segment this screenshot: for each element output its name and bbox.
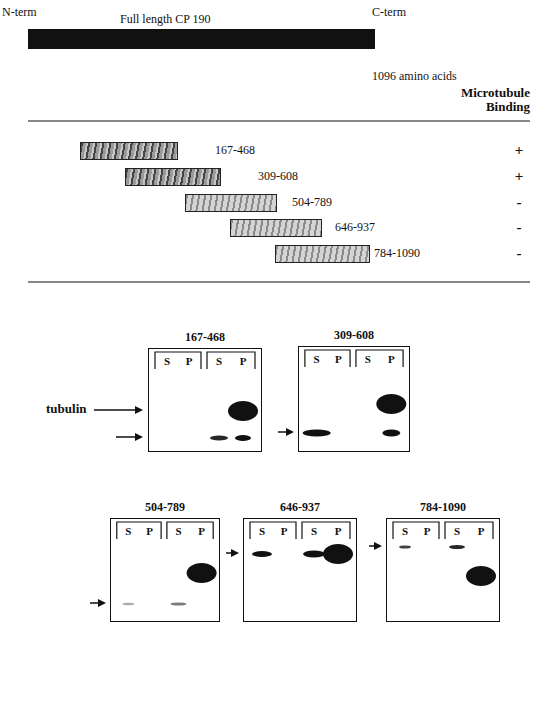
lane-label: S [398, 525, 412, 537]
lane-bracket [305, 350, 350, 367]
panel-title: 309-608 [279, 329, 429, 342]
table-rule [28, 281, 530, 282]
lane-label: S [212, 355, 226, 367]
lane-bracket [356, 350, 403, 367]
lane-bracket [155, 352, 201, 369]
pointer-arrow [278, 431, 287, 433]
binding-result: + [509, 168, 529, 185]
lane-label: P [420, 525, 434, 537]
panel-title: 504-789 [91, 501, 239, 514]
tubulin-band [228, 401, 258, 421]
fragment-range: 784-1090 [373, 247, 421, 260]
fragment-range: 167-468 [214, 144, 256, 157]
protein-bar: Full length CP 190 [28, 29, 375, 49]
fragment-box: 309-608 [125, 168, 221, 186]
lane-label: S [450, 525, 464, 537]
fragment-box: 784-1090 [275, 245, 370, 263]
lane-label: P [182, 355, 196, 367]
fragment-box: 504-789 [185, 194, 277, 212]
lane-bracket [250, 522, 296, 539]
fragment-box: 167-468 [80, 142, 178, 160]
band-label: tubulin [46, 402, 86, 416]
protein-name: Full length CP 190 [120, 13, 211, 26]
fragment-range: 646-937 [334, 221, 376, 234]
lane-label: S [171, 525, 185, 537]
arrow-head [286, 428, 294, 436]
protein-band [122, 603, 134, 606]
pointer-arrow [90, 602, 99, 604]
protein-band [399, 545, 411, 548]
lane-label: P [331, 525, 345, 537]
protein-band [210, 436, 228, 441]
protein-band [235, 435, 251, 441]
fragment-box: 646-937 [230, 219, 322, 237]
lane-bracket [207, 352, 255, 369]
gel-panel: 167-468SPSP [148, 348, 262, 452]
lane-label: P [236, 355, 250, 367]
lane-label: P [384, 353, 398, 365]
lane-label: P [474, 525, 488, 537]
lane-bracket [117, 522, 161, 539]
panel-title: 167-468 [129, 331, 281, 344]
gel-panel: 504-789SPSP [110, 518, 220, 622]
protein-band [252, 551, 272, 557]
protein-band [382, 430, 400, 437]
tubulin-band [187, 563, 217, 583]
lane-label: S [307, 525, 321, 537]
binding-result: - [509, 219, 529, 236]
lane-label: S [310, 353, 324, 365]
tubulin-band [323, 544, 353, 564]
lane-label: S [361, 353, 375, 365]
axis-label: 1096 amino acids [372, 70, 457, 83]
lane-bracket [302, 522, 350, 539]
tubulin-band [303, 430, 331, 437]
lane-label: P [277, 525, 291, 537]
pointer-arrow [94, 409, 136, 411]
arrow-head [98, 599, 106, 607]
arrow-head [135, 433, 143, 441]
protein-band [449, 545, 465, 549]
pointer-arrow [116, 436, 136, 438]
panel-title: 646-937 [224, 501, 376, 514]
binding-result: + [509, 142, 529, 159]
lane-bracket [393, 522, 439, 539]
fragment-range: 504-789 [291, 196, 333, 209]
gel-panel: 309-608SPSP [298, 346, 410, 452]
tubulin-band [466, 566, 496, 586]
tubulin-band [376, 394, 406, 414]
lane-label: S [255, 525, 269, 537]
table-rule [28, 120, 530, 121]
lane-label: P [195, 525, 209, 537]
gel-panel: 784-1090SPSP [386, 518, 500, 622]
lane-label: S [160, 355, 174, 367]
arrow-head [231, 549, 239, 557]
panel-title: 784-1090 [367, 501, 519, 514]
fragment-range: 309-608 [257, 170, 299, 183]
axis-label: C-term [372, 6, 406, 19]
lane-bracket [445, 522, 493, 539]
arrow-head [374, 542, 382, 550]
lane-label: S [121, 525, 135, 537]
protein-band [303, 551, 325, 558]
column-header: Microtubule Binding [448, 86, 530, 115]
binding-result: - [509, 245, 529, 262]
axis-label: N-term [2, 6, 37, 19]
protein-band [170, 602, 186, 605]
arrow-head [135, 406, 143, 414]
lane-label: P [143, 525, 157, 537]
binding-result: - [509, 194, 529, 211]
gel-panel: 646-937SPSP [243, 518, 357, 622]
lane-bracket [167, 522, 213, 539]
lane-label: P [331, 353, 345, 365]
